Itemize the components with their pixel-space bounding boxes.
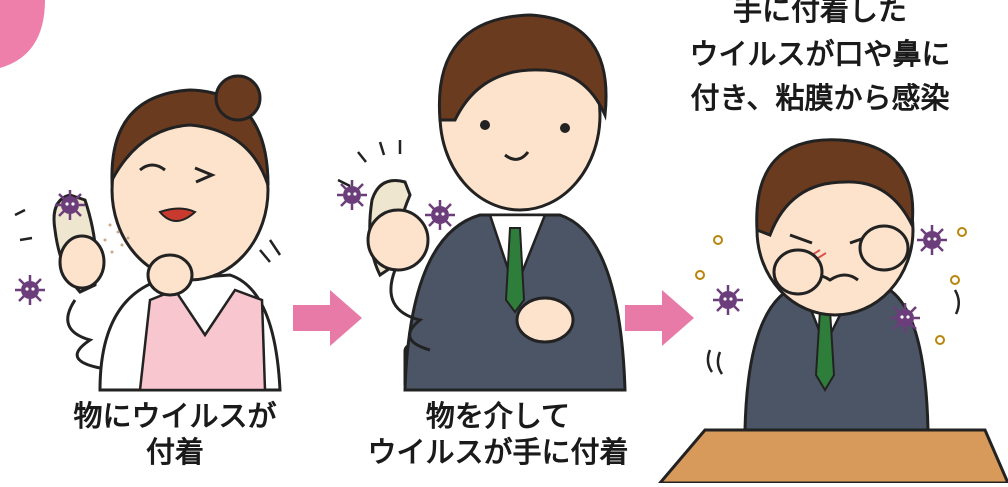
virus-icon — [711, 283, 745, 317]
arrow-right-icon — [625, 290, 694, 346]
caption-line: 物にウイルスが — [73, 399, 277, 433]
panel-2-man-phone — [335, 13, 627, 392]
virus-icon — [915, 223, 949, 257]
caption-line: 手に付着した — [732, 0, 907, 27]
virus-icon — [53, 188, 87, 222]
virus-icon — [423, 198, 457, 232]
virus-icon — [13, 273, 47, 307]
corner-tab — [0, 0, 45, 68]
panel-2-caption: 物を介して ウイルスが手に付着 — [338, 398, 658, 470]
panel-3-sick-man — [656, 138, 1008, 485]
virus-icon — [888, 301, 922, 335]
panel-3-caption: 手に付着した ウイルスが口や鼻に 付き、粘膜から感染 — [650, 0, 990, 120]
caption-line: 付き、粘膜から感染 — [690, 81, 950, 115]
caption-line: 物を介して — [425, 399, 571, 433]
virus-icon — [335, 178, 369, 212]
caption-line: 付着 — [145, 435, 204, 469]
caption-line: ウイルスが手に付着 — [367, 435, 629, 469]
panel-1-woman — [13, 74, 282, 392]
arrow-right-icon — [293, 290, 362, 346]
caption-line: ウイルスが口や鼻に — [689, 37, 951, 71]
panel-1-caption: 物にウイルスが 付着 — [50, 398, 300, 470]
